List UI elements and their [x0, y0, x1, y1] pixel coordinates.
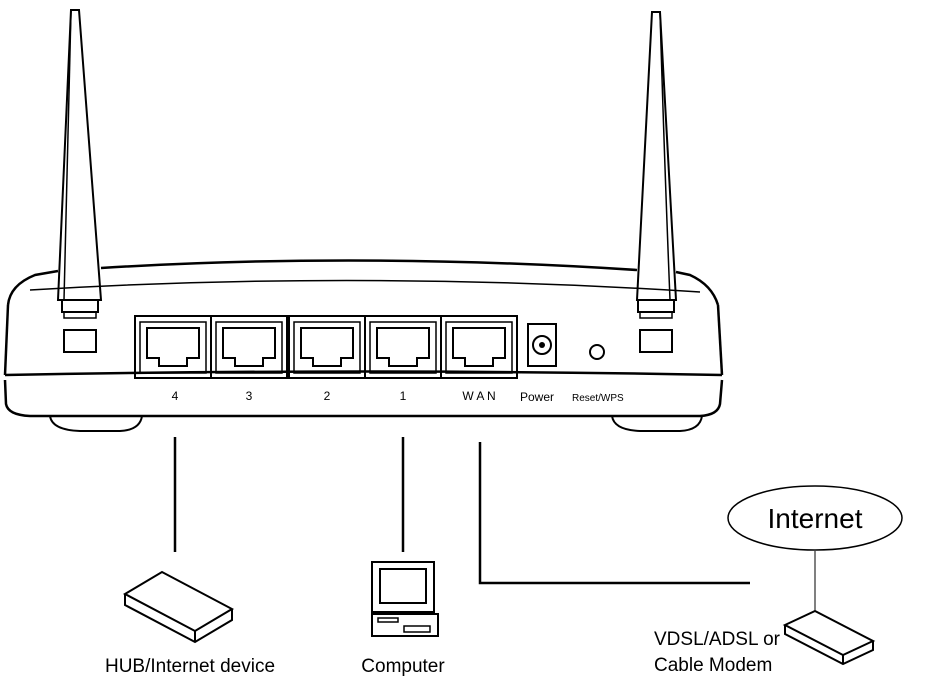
wan-port [441, 316, 517, 378]
computer-icon [372, 562, 438, 636]
modem-caption-line2: Cable Modem [654, 655, 772, 676]
lan-port-2 [289, 316, 365, 378]
modem-device-icon [785, 611, 873, 664]
reset-wps-button [590, 345, 604, 359]
wan-label: W A N [462, 389, 495, 403]
internet-label: Internet [768, 503, 863, 534]
router-body [5, 260, 722, 431]
ethernet-ports [135, 316, 517, 378]
port-label-3: 3 [246, 389, 253, 403]
port-label-2: 2 [324, 389, 331, 403]
internet-bubble: Internet [728, 486, 902, 550]
hub-device-icon [125, 572, 232, 642]
lan-port-3 [211, 316, 287, 378]
computer-caption: Computer [361, 656, 445, 677]
power-label: Power [520, 390, 554, 404]
left-antenna [58, 10, 101, 352]
wan-cable [480, 442, 750, 583]
power-jack [528, 324, 556, 366]
reset-wps-label: Reset/WPS [572, 393, 624, 404]
right-antenna [637, 12, 676, 352]
lan-port-4 [135, 316, 211, 378]
lan-port-1 [365, 316, 441, 378]
modem-caption-line1: VDSL/ADSL or [654, 629, 781, 650]
hub-caption: HUB/Internet device [105, 656, 275, 677]
port-label-1: 1 [400, 389, 407, 403]
port-label-4: 4 [172, 389, 179, 403]
